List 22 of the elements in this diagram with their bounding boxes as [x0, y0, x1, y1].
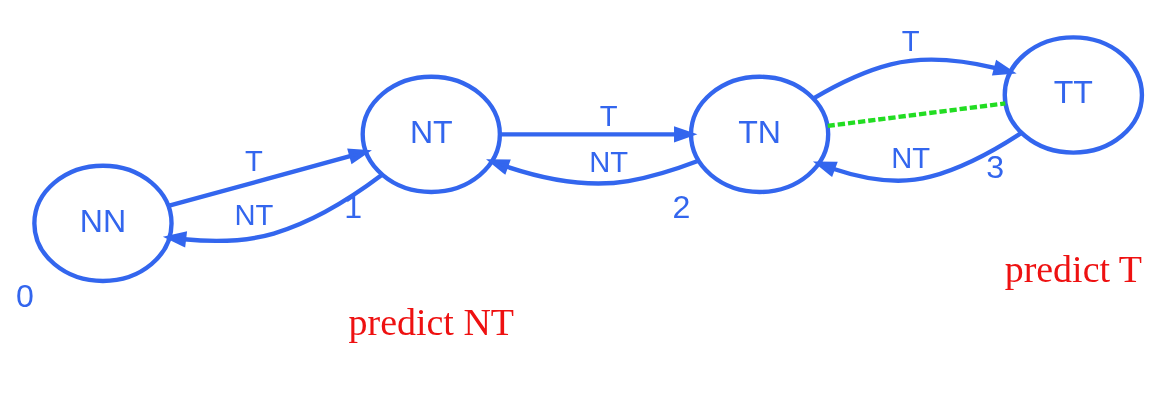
label: predict T — [1004, 247, 1142, 290]
arrow — [486, 158, 700, 186]
arrow — [812, 57, 1017, 100]
node-ellipse: NN — [32, 163, 174, 283]
node-ellipse: TN — [688, 74, 831, 194]
edge-label: T — [901, 24, 920, 57]
node-ellipse: TT — [1002, 34, 1145, 155]
arrow — [162, 172, 384, 248]
edge-label: T — [245, 144, 263, 177]
label: predict NT — [348, 300, 514, 343]
edge-label: NT — [234, 198, 274, 231]
arrow — [500, 125, 698, 143]
arrow — [167, 147, 372, 208]
node-label: 3 — [986, 148, 1005, 185]
edge-label: T — [599, 99, 618, 132]
node-label: 2 — [672, 188, 691, 225]
node-label: 0 — [15, 277, 34, 314]
arrow — [812, 130, 1023, 183]
edge-label: NT — [891, 141, 931, 174]
edge-label: NT — [589, 145, 629, 178]
connector — [827, 100, 1006, 128]
node-ellipse: NT — [360, 74, 503, 194]
